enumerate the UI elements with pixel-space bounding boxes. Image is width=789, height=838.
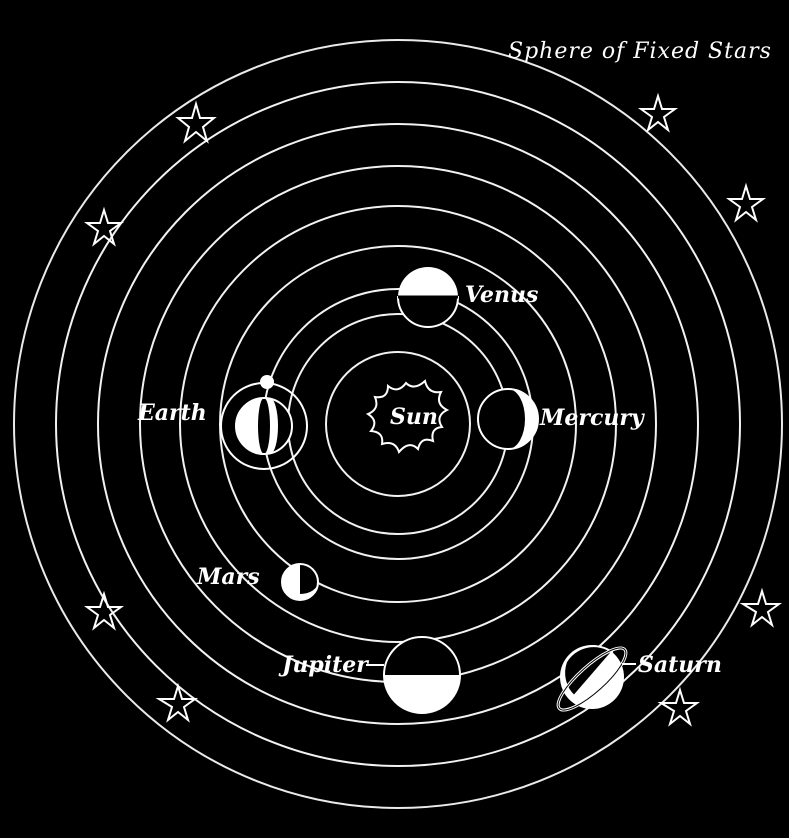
mercury: Mercury: [478, 389, 646, 449]
venus-dark-phase: [398, 297, 458, 327]
mars: Mars: [196, 564, 318, 600]
venus-label: Venus: [465, 282, 538, 308]
jupiter-lit-phase: [384, 675, 460, 713]
star-icon: [87, 210, 121, 244]
star-icon: [641, 96, 675, 130]
venus: Venus: [398, 267, 538, 327]
earth-label: Earth: [137, 400, 207, 426]
star-icon: [178, 104, 214, 141]
star-icon: [743, 591, 779, 625]
saturn: Saturn: [551, 640, 722, 718]
sphere-title: Sphere of Fixed Stars: [508, 39, 772, 64]
star-icon: [159, 686, 195, 720]
mars-lit-left: [282, 564, 300, 600]
sun-label: Sun: [390, 404, 438, 430]
sun: Sun: [368, 381, 447, 452]
star-icon: [729, 186, 763, 220]
saturn-label: Saturn: [638, 652, 722, 678]
mercury-label: Mercury: [539, 405, 646, 431]
jupiter: Jupiter: [278, 637, 460, 713]
moon: [260, 375, 274, 389]
star-icon: [661, 690, 697, 724]
jupiter-label: Jupiter: [278, 652, 369, 678]
mars-label: Mars: [196, 564, 260, 590]
